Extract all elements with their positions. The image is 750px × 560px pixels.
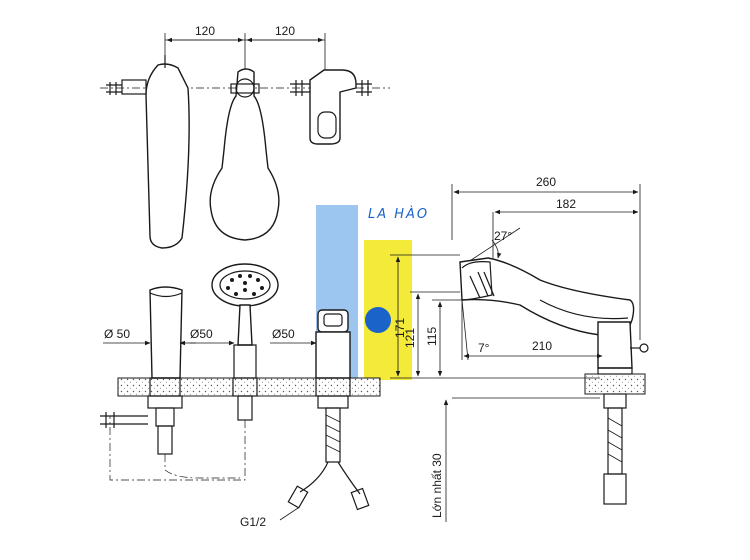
hose-connector-left: [121, 79, 147, 95]
dim-angle-handle: 27°: [494, 229, 512, 243]
dim-height-spout: 115: [425, 327, 439, 346]
dim-handle-length: 182: [556, 197, 576, 211]
handshower-handle-front: [237, 304, 253, 346]
dim-angle-spout: 7°: [478, 341, 490, 355]
counter-slab-side: [584, 373, 646, 395]
label-thread: G1/2: [240, 515, 266, 529]
dim-top-left: 120: [195, 24, 215, 38]
front-elevation: Ø 50 Ø50 Ø50 G1/2: [100, 263, 381, 529]
hose-loop: [109, 416, 246, 481]
dim-height-total: 171: [393, 318, 407, 338]
supply-hose-right: [337, 461, 361, 495]
dim-spout-reach: 210: [532, 339, 552, 353]
dim-overall-length: 260: [536, 175, 556, 189]
dim-deck-thickness: Lớn nhất 30: [430, 453, 444, 518]
dim-diameter-left: Ø 50: [104, 327, 130, 341]
counter-slab-front: [117, 377, 381, 397]
handle-plan-outline: [309, 69, 357, 145]
watermark-dot: [365, 307, 391, 333]
mixer-body-front: [315, 331, 351, 379]
dim-top-right: 120: [275, 24, 295, 38]
mixer-handle-front: [317, 309, 349, 333]
spout-plan-outline: [145, 63, 190, 249]
supply-hose-left: [299, 461, 329, 493]
handshower-plan-outline: [209, 68, 280, 241]
dim-height-mid: 121: [403, 328, 417, 348]
watermark-text: LA HÀO: [368, 206, 429, 222]
dim-diameter-right: Ø50: [272, 327, 295, 341]
side-elevation: 260 182 27° 171 121 115: [390, 175, 649, 522]
spout-front: [149, 286, 183, 379]
dim-diameter-mid: Ø50: [190, 327, 213, 341]
plan-view: 120 120: [100, 24, 390, 249]
mixer-body-side: [597, 321, 633, 369]
handshower-side: [459, 257, 635, 336]
